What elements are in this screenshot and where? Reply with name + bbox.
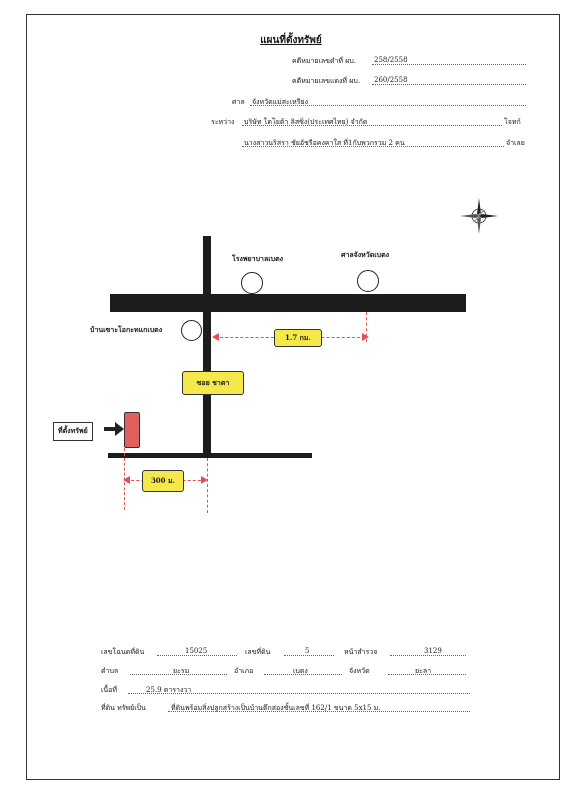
deed-value: 15025 xyxy=(185,647,208,655)
court-building-marker xyxy=(357,270,379,292)
hospital-marker xyxy=(241,272,263,294)
land-no-line xyxy=(284,655,334,656)
defendant-name: นางสาวนริสรา ชัยอัชรีอคงคาใส ที่1กับพวกร… xyxy=(244,139,405,147)
distance-soi-left-tick xyxy=(124,448,125,510)
land-no-label: เลขที่ดิน xyxy=(245,648,271,656)
province-line xyxy=(388,674,466,675)
province-value: ยะลา xyxy=(415,667,432,675)
red-case-line xyxy=(372,84,526,85)
province-label: จังหวัด xyxy=(349,667,370,675)
black-case-line xyxy=(372,64,526,65)
hospital-label: โรงพยาบาลเบตง xyxy=(232,254,284,263)
main-road xyxy=(110,294,466,312)
village-marker xyxy=(181,320,202,341)
subdistrict-line xyxy=(130,674,227,675)
land-no-value: 5 xyxy=(305,647,310,655)
arrow-left-icon xyxy=(212,333,219,341)
deed-label: เลขโฉนดที่ดิน xyxy=(101,648,145,656)
bottom-road xyxy=(108,453,312,458)
survey-label: หน้าสำรวจ xyxy=(344,648,378,656)
court-value: จังหวัดแม่สะเหรียง xyxy=(252,98,309,106)
subdistrict-value: ยะรม xyxy=(173,667,190,675)
court-label: ศาล xyxy=(232,98,245,106)
subdistrict-label: ตำบล xyxy=(101,667,119,675)
arrow-right-icon xyxy=(104,422,124,436)
plaintiff-line xyxy=(242,125,502,126)
deed-line xyxy=(157,655,237,656)
arrow-right-icon xyxy=(201,476,208,484)
compass-rose-icon xyxy=(460,198,498,234)
between-label: ระหว่าง xyxy=(211,118,235,126)
court-building-label: ศาลจังหวัดเบตง xyxy=(341,250,390,259)
area-label: เนื้อที่ xyxy=(101,686,117,694)
property-type-label: ที่ดิน ทรัพย์เป็น xyxy=(101,704,146,712)
distance-soi-badge: 300 ม. xyxy=(142,470,184,492)
defendant-role: จำเลย xyxy=(506,139,525,147)
court-line xyxy=(250,105,526,106)
black-case-value: 258/2558 xyxy=(374,56,408,64)
property-label: ที่ตั้งทรัพย์ xyxy=(53,422,93,441)
red-case-value: 260/2558 xyxy=(374,76,408,84)
page-frame xyxy=(26,14,560,780)
village-label: บ้านเซาะโอกะทแกเบตง xyxy=(90,325,163,334)
survey-value: 3129 xyxy=(424,647,442,655)
area-line xyxy=(128,693,470,694)
defendant-line xyxy=(242,146,504,147)
arrow-left-icon xyxy=(123,476,130,484)
page-title: แผนที่ตั้งทรัพย์ xyxy=(260,35,322,46)
distance-main-badge: 1.7 กม. xyxy=(274,329,322,347)
district-value: เบตง xyxy=(293,667,308,675)
vertical-road xyxy=(203,236,211,458)
survey-line xyxy=(390,655,466,656)
soi-name-badge: ซอย ชาตา xyxy=(182,371,244,395)
area-value: 25.9 ตารางวา xyxy=(146,686,192,694)
property-type-line xyxy=(168,711,470,712)
property-type-value: ที่ดินพร้อมสิ่งปลูกสร้างเป็นบ้านตึกสองชั… xyxy=(171,704,381,712)
red-case-label: คดีหมายเลขแดงที่ ผบ. xyxy=(292,77,361,85)
arrow-right-icon xyxy=(362,333,369,341)
plaintiff-role: โจทก์ xyxy=(504,118,521,126)
property-marker xyxy=(124,412,140,448)
district-line xyxy=(264,674,342,675)
distance-main-tick xyxy=(366,312,367,342)
distance-soi-right-tick xyxy=(207,458,208,513)
black-case-label: คดีหมายเลขดำที่ ผบ. xyxy=(292,57,357,65)
district-label: อำเภอ xyxy=(234,667,254,675)
plaintiff-name: บริษัท โตโยต้า ลิสซิ่ง(ประเทศไทย) จำกัด xyxy=(244,118,368,126)
